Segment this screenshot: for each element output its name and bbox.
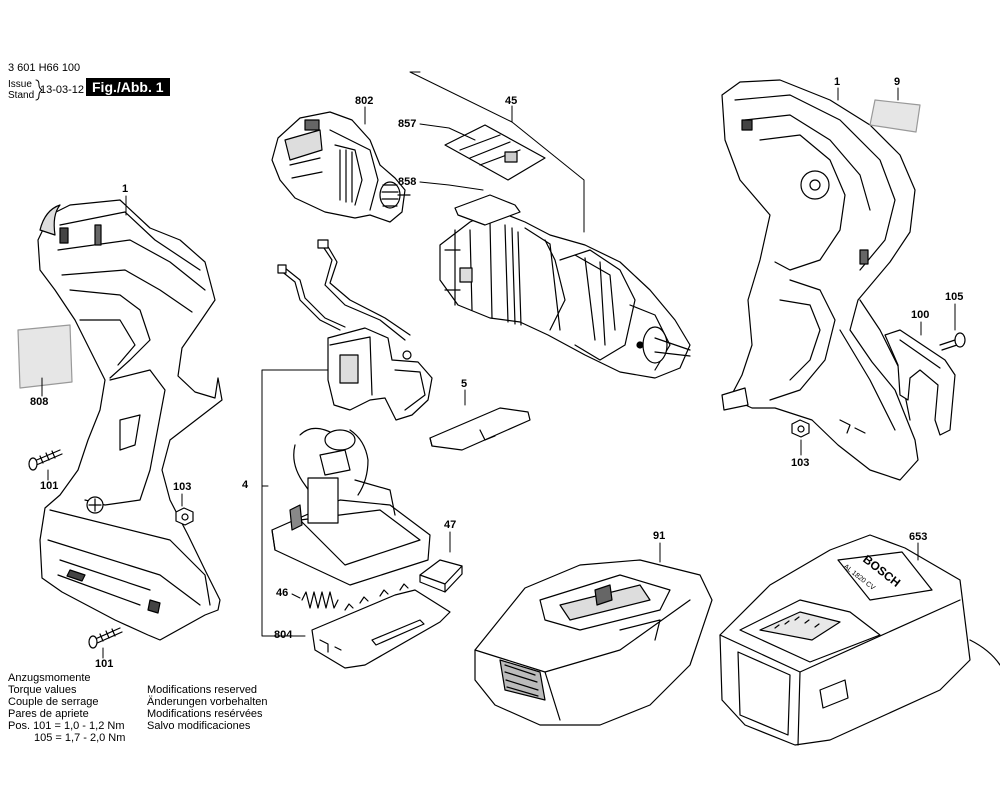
clip-857 — [444, 124, 546, 181]
spring-46 — [301, 591, 339, 609]
label-sticker-808 — [17, 324, 73, 389]
callout-45: 45 — [505, 95, 518, 107]
callout-4: 4 — [242, 479, 249, 491]
nut-103-left — [175, 507, 194, 526]
callout-653: 653 — [909, 531, 928, 543]
issue-label: Issue — [8, 79, 32, 90]
callout-91: 91 — [653, 530, 666, 542]
callout-857: 857 — [398, 118, 417, 130]
callout-101-bottom: 101 — [95, 658, 114, 670]
screw-101-bottom — [88, 627, 123, 649]
gearbox-chuck-45 — [439, 207, 691, 379]
callout-5: 5 — [461, 378, 468, 390]
label-9 — [869, 99, 921, 133]
modifications-line-es: Salvo modificaciones — [147, 720, 251, 732]
callout-1-right: 1 — [834, 76, 841, 88]
part-number: 3 601 H66 100 — [8, 62, 81, 74]
cover-100 — [884, 329, 956, 436]
part-47 — [419, 559, 463, 593]
slider-5 — [429, 407, 531, 451]
shim-858 — [454, 194, 521, 226]
issue-date: 13-03-12 — [40, 84, 85, 96]
callout-808: 808 — [30, 396, 49, 408]
stand-label: Stand — [8, 90, 35, 101]
figure-label: Fig./Abb. 1 — [86, 78, 170, 96]
callout-802: 802 — [355, 95, 374, 107]
callout-105: 105 — [945, 291, 964, 303]
modifications-line-en: Modifications reserved — [147, 684, 258, 696]
callout-103-left: 103 — [173, 481, 192, 493]
torque-line-de: Anzugsmomente — [8, 672, 91, 684]
torque-line-fr: Couple de serrage — [8, 696, 99, 708]
screw-101-top — [28, 449, 63, 471]
wire-harness — [277, 239, 411, 341]
motor-802 — [271, 111, 411, 223]
switch-assembly-4 — [271, 327, 433, 586]
callout-9: 9 — [894, 76, 901, 88]
callout-100: 100 — [911, 309, 930, 321]
callout-103-right: 103 — [791, 457, 810, 469]
torque-line-en: Torque values — [8, 684, 77, 696]
torque-row-105: 105 = 1,7 - 2,0 Nm — [34, 732, 126, 744]
torque-line-es: Pares de apriete — [8, 708, 89, 720]
callout-1-left: 1 — [122, 183, 129, 195]
callout-804: 804 — [274, 629, 293, 641]
callout-101-top: 101 — [40, 480, 59, 492]
callout-46: 46 — [276, 587, 289, 599]
charger-653 — [719, 534, 1000, 746]
housing-left-half — [37, 199, 223, 641]
screw-105 — [939, 332, 966, 351]
modifications-line-de: Änderungen vorbehalten — [147, 696, 268, 708]
nut-103-right — [791, 419, 810, 438]
housing-right-half — [721, 79, 919, 481]
modifications-line-fr: Modifications resérvées — [147, 708, 263, 720]
torque-row-101: Pos. 101 = 1,0 - 1,2 Nm — [8, 720, 125, 732]
callout-858: 858 — [398, 176, 417, 188]
callout-47: 47 — [444, 519, 457, 531]
plate-804 — [311, 583, 451, 669]
battery-pack-91 — [474, 559, 713, 726]
